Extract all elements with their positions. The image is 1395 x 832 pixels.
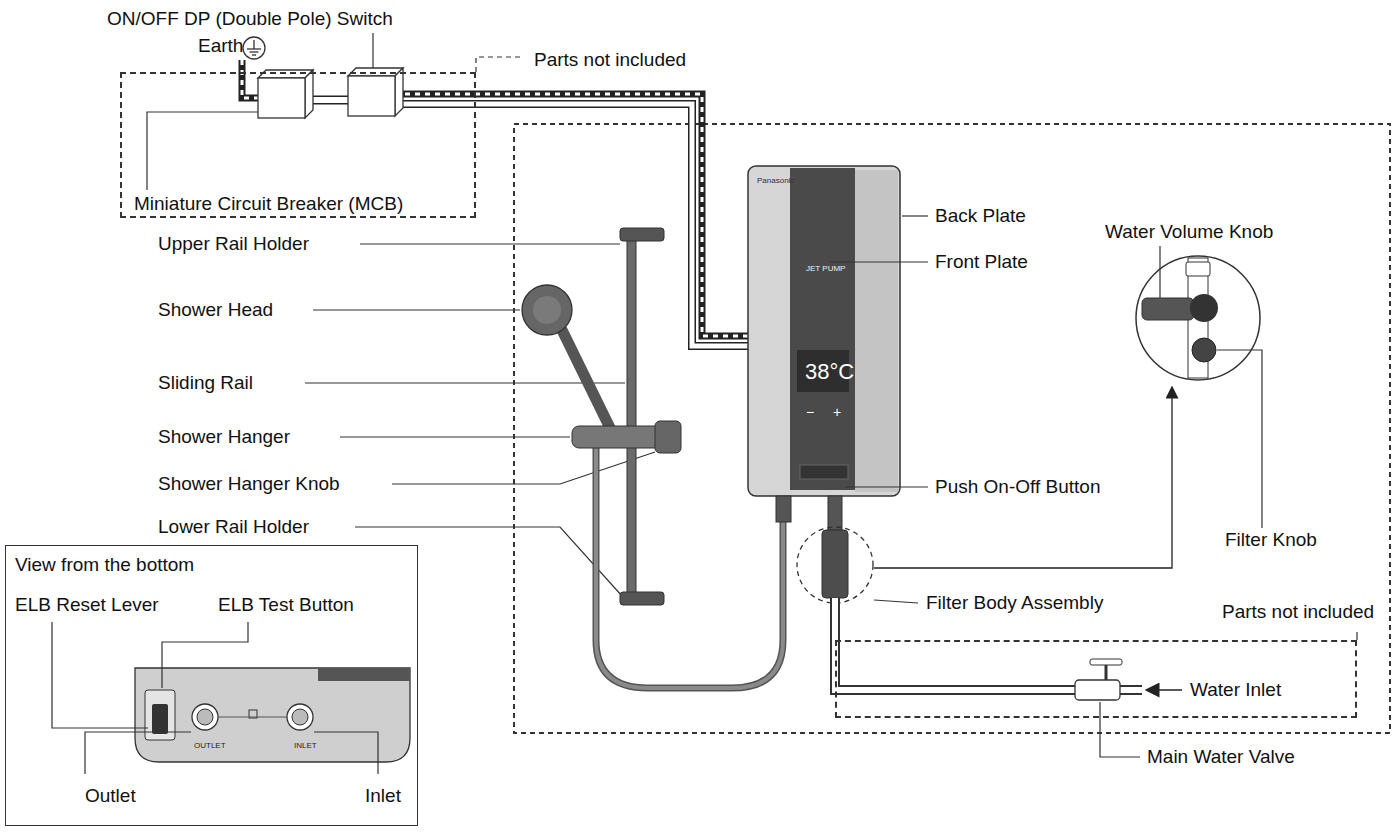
part-label: Main Water Valve bbox=[1147, 746, 1295, 768]
part-label: Upper Rail Holder bbox=[158, 233, 309, 255]
part-label: ELB Test Button bbox=[218, 594, 354, 616]
node-heading: Parts not included bbox=[534, 49, 686, 71]
part-label: Outlet bbox=[85, 785, 136, 807]
part-label: Filter Body Assembly bbox=[926, 592, 1103, 614]
part-label: Front Plate bbox=[935, 251, 1028, 273]
bottom-view-inset: View from the bottomELB Reset Lever ELB T… bbox=[5, 545, 418, 826]
part-label: Back Plate bbox=[935, 205, 1026, 227]
part-label: Shower Hanger bbox=[158, 426, 290, 448]
panel-button: − bbox=[806, 404, 814, 420]
node-heading: Parts not included bbox=[1222, 601, 1374, 623]
part-label: Shower Head bbox=[158, 299, 273, 321]
part-label: Water Volume Knob bbox=[1105, 221, 1273, 243]
panel-text: JET PUMP bbox=[806, 264, 845, 273]
brand-text: Panasonic bbox=[757, 176, 794, 185]
part-label: Earth bbox=[198, 35, 243, 57]
part-label: ON/OFF DP (Double Pole) Switch bbox=[107, 8, 393, 30]
part-label: Inlet bbox=[365, 785, 401, 807]
part-label: Water Inlet bbox=[1190, 679, 1281, 701]
part-label: Push On-Off Button bbox=[935, 476, 1100, 498]
part-label: Lower Rail Holder bbox=[158, 516, 309, 538]
part-label: Sliding Rail bbox=[158, 372, 253, 394]
display-reading: 38°C bbox=[805, 359, 854, 384]
part-label: Filter Knob bbox=[1225, 529, 1317, 551]
panel-button: + bbox=[833, 404, 841, 420]
part-label: INLET bbox=[294, 741, 317, 750]
node-heading: View from the bottom bbox=[15, 554, 194, 576]
part-label: ELB Reset Lever bbox=[15, 594, 159, 616]
part-label: Shower Hanger Knob bbox=[158, 473, 340, 495]
part-label: Miniature Circuit Breaker (MCB) bbox=[134, 193, 403, 215]
part-label: OUTLET bbox=[194, 741, 226, 750]
